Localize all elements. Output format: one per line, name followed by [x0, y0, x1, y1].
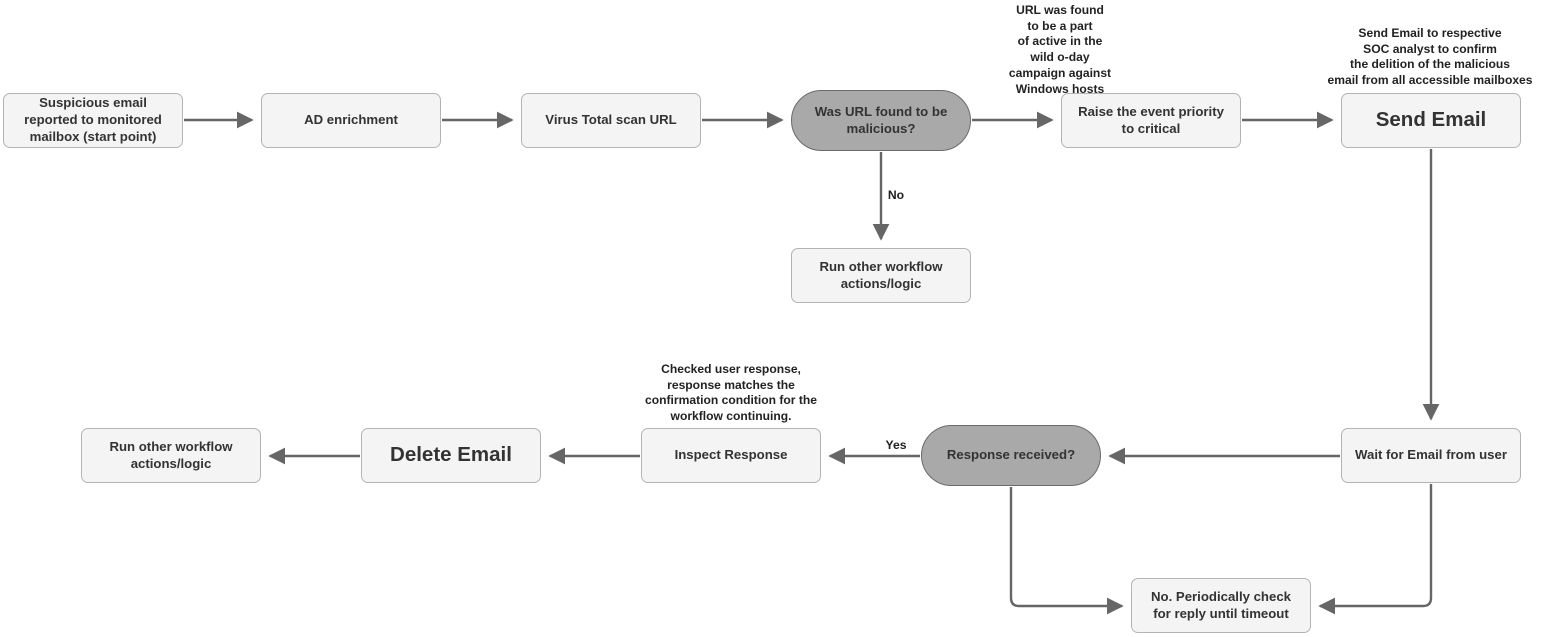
- edge-label-no-malicious: No: [887, 188, 905, 202]
- node-label: Wait for Email from user: [1355, 447, 1507, 463]
- node-wait-for-email[interactable]: Wait for Email from user: [1341, 428, 1521, 483]
- node-ad-enrichment[interactable]: AD enrichment: [261, 93, 441, 148]
- node-label: Suspicious email reported to monitored m…: [24, 95, 162, 144]
- edge-response-no-to-periodic-check: [1009, 487, 1124, 615]
- node-virus-total-scan-url[interactable]: Virus Total scan URL: [521, 93, 701, 148]
- node-label: Delete Email: [390, 443, 512, 467]
- edge-label-yes-response: Yes: [885, 438, 907, 452]
- node-was-url-malicious[interactable]: Was URL found to be malicious?: [791, 90, 971, 151]
- node-label: Run other workflow actions/logic: [819, 258, 943, 291]
- node-periodic-check[interactable]: No. Periodically check for reply until t…: [1131, 578, 1311, 633]
- node-inspect-response[interactable]: Inspect Response: [641, 428, 821, 483]
- node-label: AD enrichment: [304, 112, 398, 128]
- node-label: Raise the event priority to critical: [1078, 103, 1224, 136]
- node-label: Virus Total scan URL: [545, 112, 677, 128]
- node-label: Send Email: [1375, 108, 1487, 132]
- node-label: Run other workflow actions/logic: [109, 438, 233, 471]
- edge-wait-to-periodic-check: [1318, 484, 1433, 615]
- edge-label-send-email-soc: Send Email to respective SOC analyst to …: [1327, 26, 1533, 88]
- node-response-received[interactable]: Response received?: [921, 425, 1101, 486]
- node-run-other-workflow-bottom[interactable]: Run other workflow actions/logic: [81, 428, 261, 483]
- edge-label-zero-day-campaign: URL was found to be a part of active in …: [1008, 3, 1112, 96]
- node-run-other-workflow-top[interactable]: Run other workflow actions/logic: [791, 248, 971, 303]
- node-send-email[interactable]: Send Email: [1341, 93, 1521, 148]
- node-start[interactable]: Suspicious email reported to monitored m…: [3, 93, 183, 148]
- node-label: Inspect Response: [674, 447, 788, 463]
- node-raise-event-priority[interactable]: Raise the event priority to critical: [1061, 93, 1241, 148]
- node-delete-email[interactable]: Delete Email: [361, 428, 541, 483]
- edge-label-checked-user-response: Checked user response, response matches …: [645, 362, 817, 424]
- node-label: Was URL found to be malicious?: [814, 103, 948, 136]
- node-label: Response received?: [946, 447, 1076, 463]
- node-label: No. Periodically check for reply until t…: [1151, 588, 1291, 621]
